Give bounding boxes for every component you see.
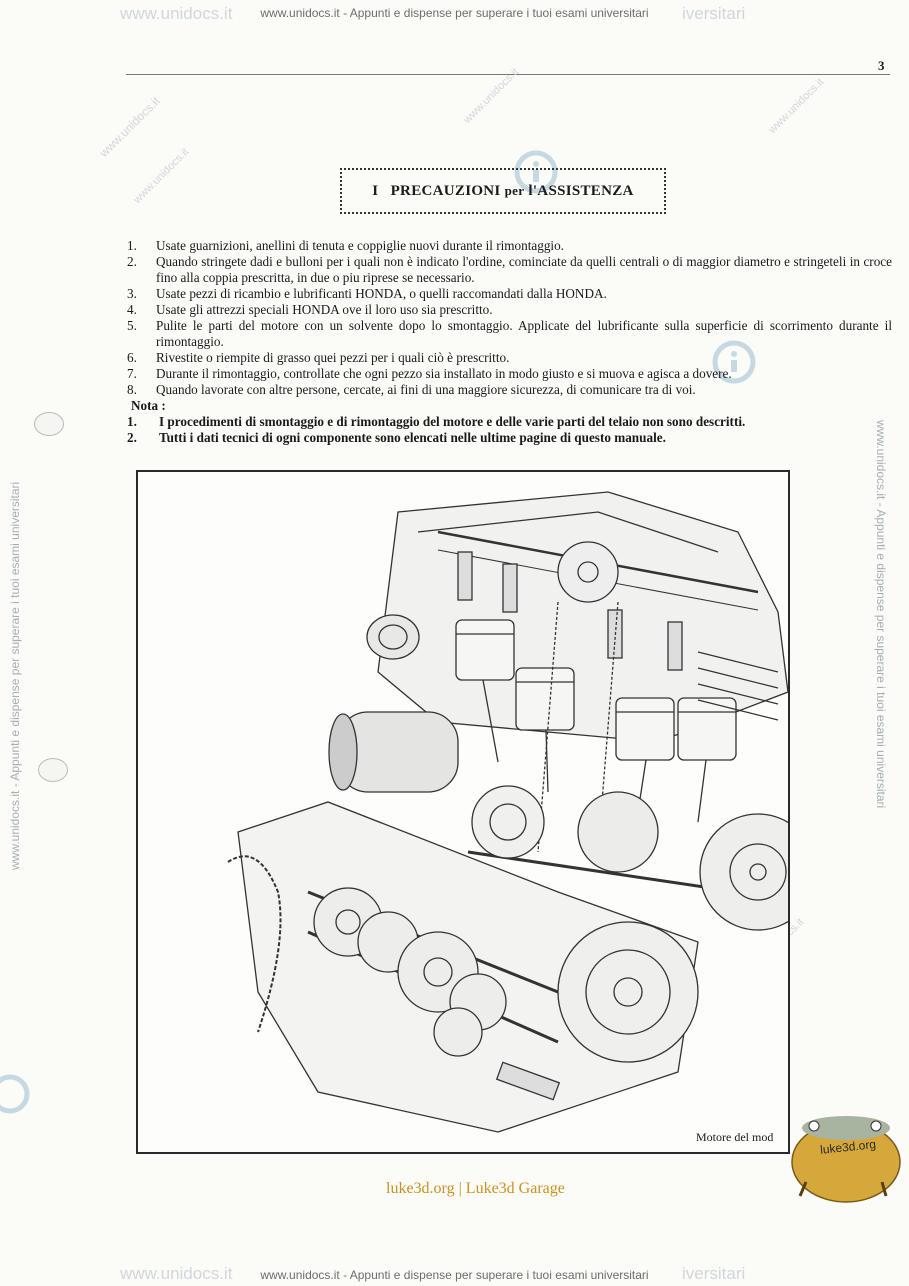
section-title-main: PRECAUZIONI	[390, 182, 501, 199]
item-number: 8.	[127, 382, 137, 397]
item-text: Tutti i dati tecnici di ogni componente …	[159, 430, 666, 445]
side-watermark-left: www.unidocs.it - Appunti e dispense per …	[8, 481, 22, 870]
item-number: 4.	[127, 302, 137, 317]
watermark-logo-icon	[712, 340, 756, 384]
watermark-text: iversitari	[682, 1264, 746, 1283]
watermark-text: iversitari	[682, 4, 746, 23]
item-number: 1.	[127, 414, 137, 429]
watermark-logo-icon	[0, 1074, 30, 1114]
section-title-end: l'ASSISTENZA	[528, 182, 634, 199]
item-text: Quando stringete dadi e bulloni per i qu…	[156, 254, 892, 285]
luke3d-logo-icon	[791, 1116, 901, 1203]
item-number: 2.	[127, 430, 137, 445]
footer-link[interactable]: luke3d.org | Luke3d Garage	[386, 1180, 565, 1197]
item-text: Pulite le parti del motore con un solven…	[156, 318, 892, 349]
item-text: Durante il rimontaggio, controllate che …	[156, 366, 732, 381]
item-number: 2.	[127, 254, 137, 269]
item-text: Usate gli attrezzi speciali HONDA ove il…	[156, 302, 493, 317]
item-number: 5.	[127, 318, 137, 333]
top-banner[interactable]: www.unidocs.it - Appunti e dispense per …	[260, 6, 649, 20]
section-roman: I	[372, 182, 379, 199]
watermark-text: www.unidocs.it	[96, 93, 163, 161]
watermark-text: www.unidocs.it	[766, 76, 827, 136]
engine-figure: Motore del mod	[136, 470, 817, 1154]
item-text: Rivestite o riempite di grasso quei pezz…	[156, 350, 510, 365]
header-rule	[126, 74, 890, 75]
section-title-box: I PRECAUZIONI per l'ASSISTENZA	[340, 168, 666, 214]
item-number: 1.	[127, 238, 137, 253]
page-number: 3	[878, 58, 885, 73]
engine-illustration	[227, 491, 817, 1133]
punch-hole	[38, 758, 68, 782]
watermark-text: www.unidocs.it	[131, 146, 192, 206]
figure-caption: Motore del mod	[696, 1130, 774, 1144]
section-title-per: per	[504, 183, 525, 198]
item-text: Quando lavorate con altre persone, cerca…	[156, 382, 696, 397]
watermark-logo-icon	[514, 150, 558, 194]
watermark-text: www.unidocs.it	[120, 1264, 233, 1283]
item-text: Usate pezzi di ricambio e lubrificanti H…	[156, 286, 607, 301]
side-watermark-right: www.unidocs.it - Appunti e dispense per …	[874, 420, 888, 809]
luke3d-badge[interactable]: luke3d.org	[786, 1110, 904, 1206]
item-number: 6.	[127, 350, 137, 365]
bottom-banner[interactable]: www.unidocs.it - Appunti e dispense per …	[260, 1268, 649, 1282]
item-text: I procedimenti di smontaggio e di rimont…	[159, 414, 746, 429]
nota-label: Nota :	[131, 398, 166, 413]
watermark-text: www.unidocs.it	[461, 66, 522, 126]
punch-hole	[34, 412, 64, 436]
item-text: Usate guarnizioni, anellini di tenuta e …	[156, 238, 564, 253]
item-number: 7.	[127, 366, 137, 381]
watermark-text: www.unidocs.it	[120, 4, 233, 23]
item-number: 3.	[127, 286, 137, 301]
